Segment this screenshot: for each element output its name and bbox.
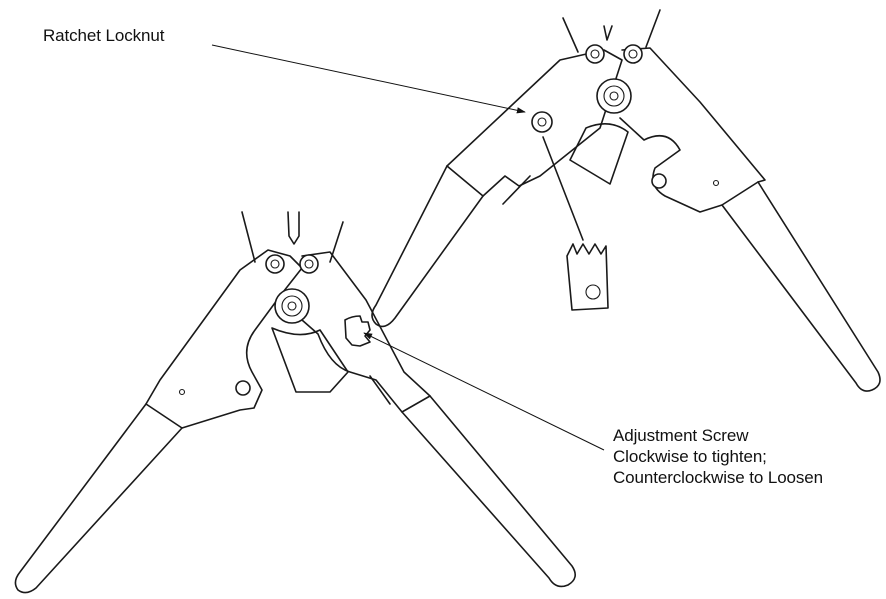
rear-die-tip (603, 25, 613, 41)
rear-jaw-tip-left (562, 17, 579, 53)
front-left-handle-frame (145, 249, 303, 429)
ratchet-locknut-label: Ratchet Locknut (43, 26, 165, 45)
front-main-pivot (274, 288, 310, 324)
adjustment-screw-tighten-note: Clockwise to tighten; (613, 447, 767, 466)
rear-jaw-tip-right (645, 9, 661, 48)
rear-ratchet-locknut (531, 111, 553, 133)
rear-left-handle-grip (371, 165, 484, 328)
rear-pivot-left (585, 44, 605, 64)
rear-crimp-tool (371, 9, 881, 392)
rear-small-pivot (651, 173, 667, 189)
front-die-tip (287, 211, 300, 245)
exploded-part-leader (542, 136, 584, 241)
front-adjustment-screw (344, 315, 371, 347)
rear-left-handle-inner (502, 175, 531, 205)
front-jaw-tip-left (241, 211, 256, 263)
adjustment-screw-loosen-note: Counterclockwise to Loosen (613, 468, 824, 487)
rear-right-handle-frame (619, 47, 766, 213)
front-handle-stop (369, 375, 391, 405)
front-right-handle-grip (401, 395, 576, 588)
front-crimp-tool (14, 211, 576, 594)
rear-main-pivot (596, 78, 632, 114)
front-jaw-tip-right (329, 221, 344, 263)
rear-ratchet-body (569, 123, 629, 185)
front-right-handle-frame (301, 251, 431, 413)
adjustment-screw-label: Adjustment Screw Clockwise to tighten; C… (613, 425, 823, 488)
front-left-handle-grip (14, 403, 183, 594)
rear-left-handle-frame (446, 49, 623, 197)
front-small-pivot (235, 380, 251, 396)
adjustment-screw-leader-arrow (363, 332, 605, 451)
front-pivot-right (299, 254, 319, 274)
ratchet-locknut-exploded-part (566, 243, 609, 311)
rear-pivot-right (623, 44, 643, 64)
rear-right-handle-grip (721, 181, 881, 392)
ratchet-locknut-leader-arrow (211, 44, 526, 114)
adjustment-screw-title: Adjustment Screw (613, 426, 749, 445)
front-pivot-left (265, 254, 285, 274)
front-ratchet-body (271, 327, 349, 393)
